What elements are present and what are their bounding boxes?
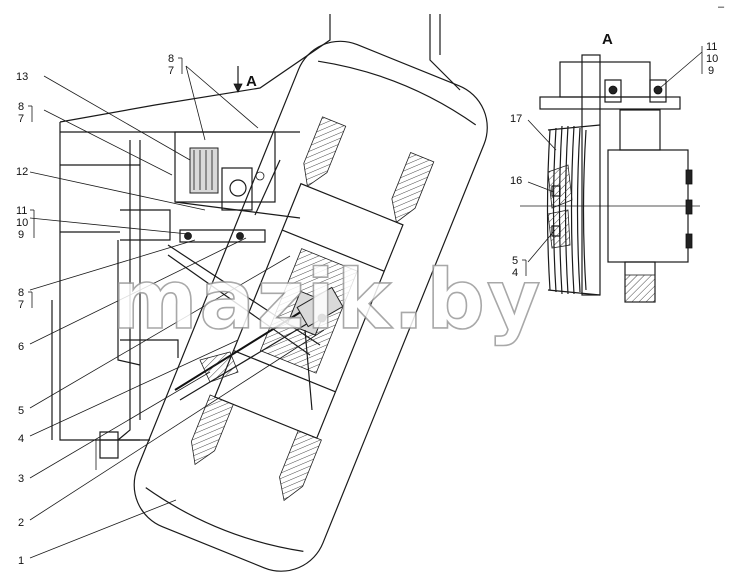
callout-4: 4 bbox=[18, 433, 24, 445]
callout-a-9: 9 bbox=[708, 65, 714, 77]
frame-structure bbox=[51, 14, 461, 470]
callout-3: 3 bbox=[18, 473, 24, 485]
pulley bbox=[546, 124, 601, 296]
callout-a-5: 5 bbox=[512, 255, 518, 267]
callout-12: 12 bbox=[16, 166, 28, 178]
callout-6: 6 bbox=[18, 341, 24, 353]
callout-5: 5 bbox=[18, 405, 24, 417]
callout-7a: 7 bbox=[18, 113, 24, 125]
section-arrow-a: A bbox=[233, 66, 257, 93]
callouts-view-a: 11 10 9 17 16 5 4 bbox=[510, 41, 718, 279]
callout-1: 1 bbox=[18, 555, 24, 567]
brake-linkage bbox=[174, 286, 344, 411]
callout-a-4: 4 bbox=[512, 267, 518, 279]
callout-8c: 8 bbox=[168, 53, 174, 65]
view-a-title: A bbox=[602, 31, 613, 48]
section-arrow-label: A bbox=[246, 73, 257, 90]
callout-7c: 7 bbox=[168, 65, 174, 77]
callout-13: 13 bbox=[16, 71, 28, 83]
callout-9: 9 bbox=[18, 229, 24, 241]
callouts-main: 13 8 7 12 11 10 9 8 7 6 5 4 3 2 1 8 7 bbox=[16, 53, 183, 567]
corner-mark: ‒ bbox=[718, 1, 725, 13]
bracket-assembly bbox=[167, 131, 321, 356]
view-a: A bbox=[520, 31, 700, 303]
leader-lines bbox=[29, 51, 703, 559]
callout-2: 2 bbox=[18, 517, 24, 529]
callout-a-10: 10 bbox=[706, 53, 718, 65]
callout-8a: 8 bbox=[18, 101, 24, 113]
callout-a-11: 11 bbox=[706, 41, 717, 53]
callout-11: 11 bbox=[16, 205, 27, 217]
callout-a-17: 17 bbox=[510, 113, 522, 125]
callout-10: 10 bbox=[16, 217, 28, 229]
callout-7b: 7 bbox=[18, 299, 24, 311]
callout-8b: 8 bbox=[18, 287, 24, 299]
callout-a-16: 16 bbox=[510, 175, 522, 187]
watermark: mazik.by bbox=[112, 253, 542, 348]
